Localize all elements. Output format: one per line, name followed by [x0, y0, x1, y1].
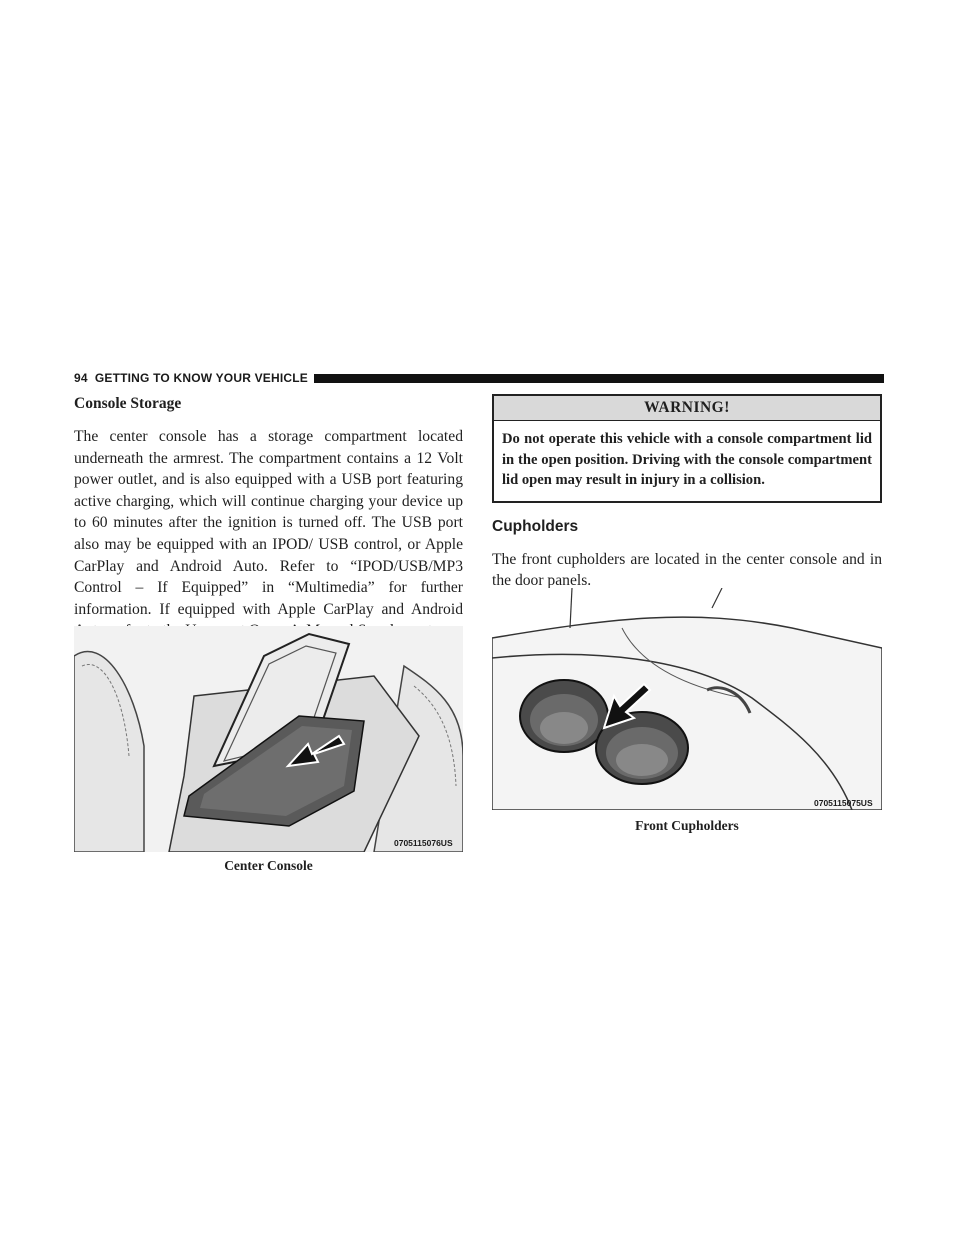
warning-title: WARNING! — [494, 396, 880, 421]
warning-box: WARNING! Do not operate this vehicle wit… — [492, 394, 882, 503]
page-number: 94 — [74, 371, 88, 385]
front-cupholders-figure: 0705115075US — [491, 587, 883, 811]
header-label: 94 GETTING TO KNOW YOUR VEHICLE — [74, 370, 314, 386]
front-cupholders-code: 0705115075US — [814, 798, 873, 808]
center-console-code: 0705115076US — [394, 838, 453, 848]
header-rule — [74, 374, 884, 383]
warning-text: Do not operate this vehicle with a conso… — [502, 431, 872, 488]
cupholders-body: The front cupholders are located in the … — [492, 550, 882, 590]
left-column: Console Storage The center console has a… — [74, 394, 463, 642]
center-console-illustration — [73, 626, 464, 853]
cupholders-heading: Cupholders — [492, 517, 579, 535]
right-column: WARNING! Do not operate this vehicle wit… — [492, 394, 882, 592]
center-console-caption: Center Console — [224, 858, 313, 873]
console-storage-heading: Console Storage — [74, 395, 182, 412]
page-header: 94 GETTING TO KNOW YOUR VEHICLE — [74, 370, 884, 386]
center-console-figure: 0705115076US — [73, 626, 464, 853]
section-title: GETTING TO KNOW YOUR VEHICLE — [94, 371, 308, 385]
front-cupholders-illustration — [491, 587, 883, 811]
front-cupholders-caption: Front Cupholders — [635, 818, 739, 833]
console-storage-body: The center console has a storage compart… — [74, 428, 463, 639]
